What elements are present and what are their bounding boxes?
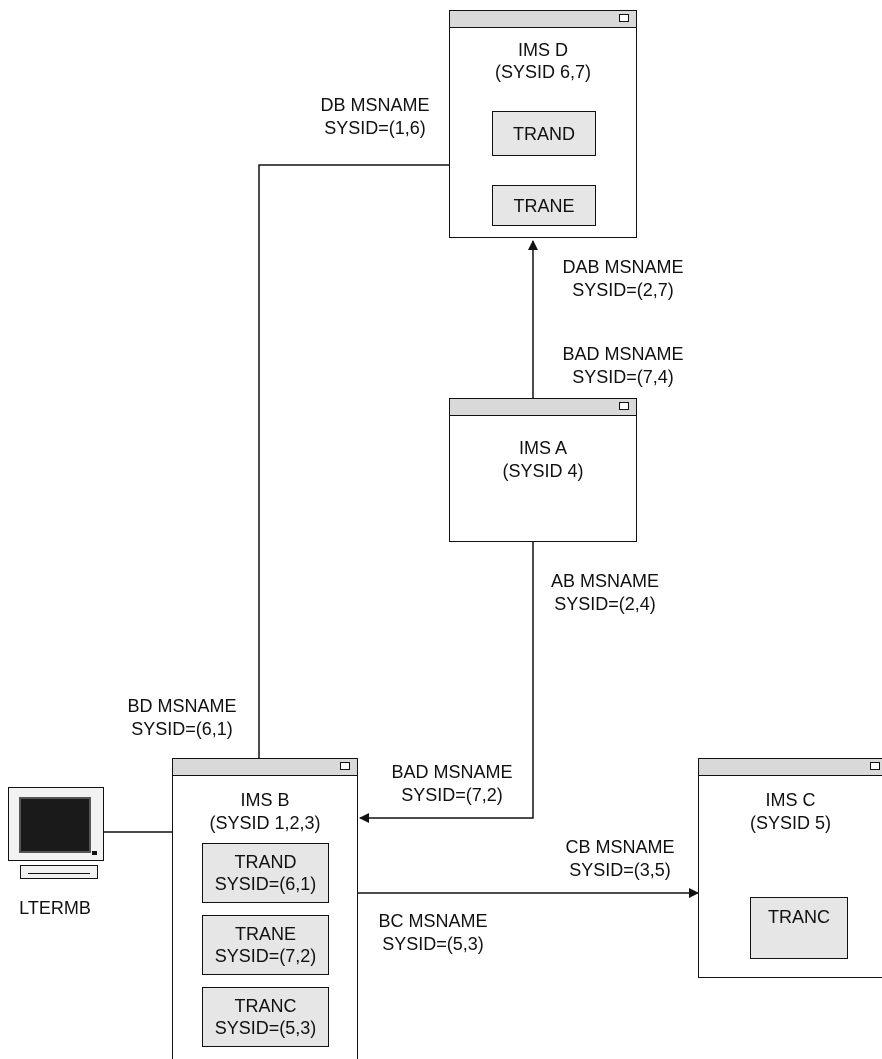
link-name: CB MSNAME (565, 837, 675, 857)
ims-b-transaction-trane: TRANE SYSID=(7,2) (202, 915, 329, 975)
ims-d-window: IMS D (SYSID 6,7) TRAND TRANE (449, 10, 637, 238)
link-db-bd (254, 160, 458, 816)
ims-a-name: IMS A (518, 438, 567, 458)
link-name: DB MSNAME (320, 95, 430, 115)
link-sysid: SYSID=(7,2) (401, 785, 503, 805)
label-bad-msname-a: BAD MSNAME SYSID=(7,4) (548, 343, 698, 389)
link-name: BAD MSNAME (391, 762, 513, 782)
label-db-msname: DB MSNAME SYSID=(1,6) (305, 94, 445, 140)
transaction-name: TRAND (234, 852, 297, 872)
title-bar (450, 399, 636, 416)
ims-d-transaction-trand: TRAND (492, 111, 596, 156)
title-bar (450, 11, 636, 28)
ims-b-window: IMS B (SYSID 1,2,3) TRAND SYSID=(6,1) TR… (172, 758, 358, 1059)
terminal-label: LTERMB (19, 898, 91, 918)
ims-b-name: IMS B (240, 790, 290, 810)
link-sysid: SYSID=(7,4) (572, 367, 674, 387)
transaction-sysid: SYSID=(7,2) (214, 946, 317, 966)
title-bar (173, 759, 357, 776)
transaction-name: TRANC (234, 996, 297, 1016)
transaction-sysid: SYSID=(5,3) (214, 1018, 317, 1038)
ims-a-sysid: (SYSID 4) (502, 461, 584, 481)
base-line (28, 873, 90, 874)
label-bc-msname: BC MSNAME SYSID=(5,3) (358, 910, 508, 956)
screen (19, 797, 91, 853)
ims-b-transaction-trand: TRAND SYSID=(6,1) (202, 843, 329, 903)
ims-b-transaction-tranc: TRANC SYSID=(5,3) (202, 987, 329, 1047)
ims-c-sysid: (SYSID 5) (749, 813, 832, 833)
terminal-icon (8, 787, 104, 881)
link-a-to-b (359, 542, 534, 823)
link-sysid: SYSID=(2,4) (554, 594, 656, 614)
transaction-name: TRANE (234, 924, 296, 944)
transaction-sysid: SYSID=(6,1) (214, 874, 317, 894)
maximize-icon[interactable] (870, 762, 880, 770)
label-bad-msname-b: BAD MSNAME SYSID=(7,2) (377, 761, 527, 807)
link-name: BC MSNAME (378, 911, 488, 931)
link-sysid: SYSID=(6,1) (131, 719, 233, 739)
link-sysid: SYSID=(2,7) (572, 280, 674, 300)
monitor (8, 787, 104, 861)
link-name: BD MSNAME (127, 696, 237, 716)
label-dab-msname: DAB MSNAME SYSID=(2,7) (548, 256, 698, 302)
power-knob (92, 851, 97, 855)
maximize-icon[interactable] (340, 762, 350, 770)
title-bar (699, 759, 882, 776)
ims-c-window: IMS C (SYSID 5) TRANC (698, 758, 882, 978)
link-sysid: SYSID=(1,6) (324, 118, 426, 138)
label-bd-msname: BD MSNAME SYSID=(6,1) (112, 695, 252, 741)
keyboard-base (20, 865, 98, 879)
link-name: AB MSNAME (550, 571, 660, 591)
link-name: DAB MSNAME (562, 257, 684, 277)
ims-c-transaction-tranc: TRANC (750, 897, 848, 959)
label-cb-msname: CB MSNAME SYSID=(3,5) (545, 836, 695, 882)
maximize-icon[interactable] (619, 402, 629, 410)
link-sysid: SYSID=(5,3) (382, 934, 484, 954)
label-ab-msname: AB MSNAME SYSID=(2,4) (530, 570, 680, 616)
ims-c-name: IMS C (765, 790, 816, 810)
ims-d-transaction-trane: TRANE (492, 185, 596, 226)
maximize-icon[interactable] (619, 14, 629, 22)
ims-d-name: IMS D (517, 40, 568, 60)
link-name: BAD MSNAME (562, 344, 684, 364)
link-sysid: SYSID=(3,5) (569, 860, 671, 880)
ims-d-sysid: (SYSID 6,7) (494, 62, 592, 82)
ims-b-sysid: (SYSID 1,2,3) (209, 813, 321, 833)
ims-a-window: IMS A (SYSID 4) (449, 398, 637, 542)
